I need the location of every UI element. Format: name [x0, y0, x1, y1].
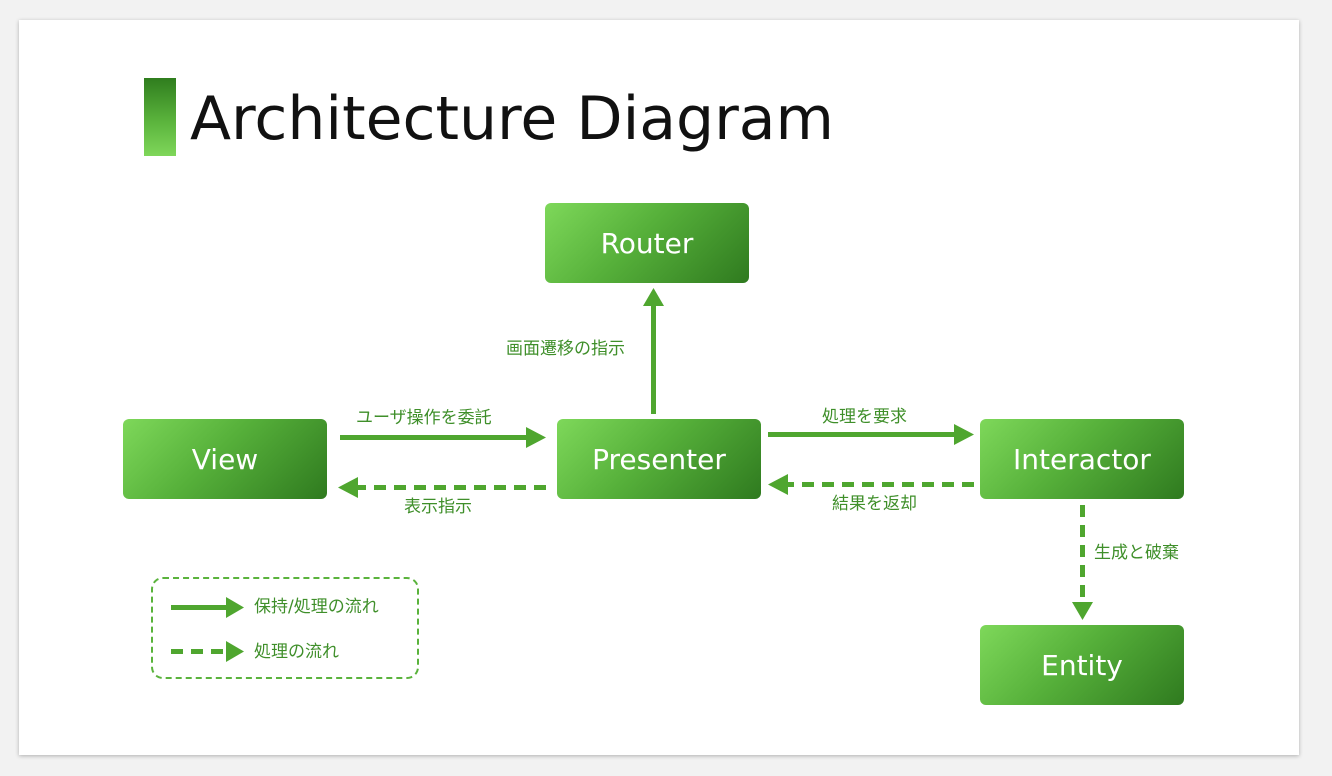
label-interactor-presenter: 結果を返却 — [832, 494, 917, 514]
arrow-presenter-interactor-line — [768, 432, 956, 437]
node-presenter: Presenter — [557, 419, 761, 499]
arrow-view-presenter-line — [340, 435, 528, 440]
node-interactor: Interactor — [980, 419, 1184, 499]
label-presenter-view: 表示指示 — [404, 497, 472, 517]
legend-solid-head — [226, 597, 244, 618]
legend-solid-label: 保持/処理の流れ — [254, 597, 379, 617]
legend-dashed-label: 処理の流れ — [254, 642, 339, 662]
label-presenter-router: 画面遷移の指示 — [506, 339, 625, 359]
node-view: View — [123, 419, 327, 499]
label-interactor-entity: 生成と破棄 — [1094, 543, 1179, 563]
arrow-view-presenter-head — [526, 427, 546, 448]
legend-dashed-head — [226, 641, 244, 662]
arrow-interactor-presenter-head — [768, 474, 788, 495]
arrow-presenter-router-head — [643, 288, 664, 306]
page-title: Architecture Diagram — [190, 84, 835, 154]
arrow-interactor-entity-head — [1072, 602, 1093, 620]
arrow-presenter-view-head — [338, 477, 358, 498]
label-presenter-interactor: 処理を要求 — [822, 407, 907, 427]
arrow-presenter-interactor-head — [954, 424, 974, 445]
legend-solid-line — [171, 605, 229, 610]
arrow-presenter-router-line — [651, 302, 656, 414]
label-view-presenter: ユーザ操作を委託 — [356, 408, 492, 428]
legend — [151, 577, 419, 679]
node-entity: Entity — [980, 625, 1184, 705]
title-accent-bar — [144, 78, 176, 156]
node-router: Router — [545, 203, 749, 283]
